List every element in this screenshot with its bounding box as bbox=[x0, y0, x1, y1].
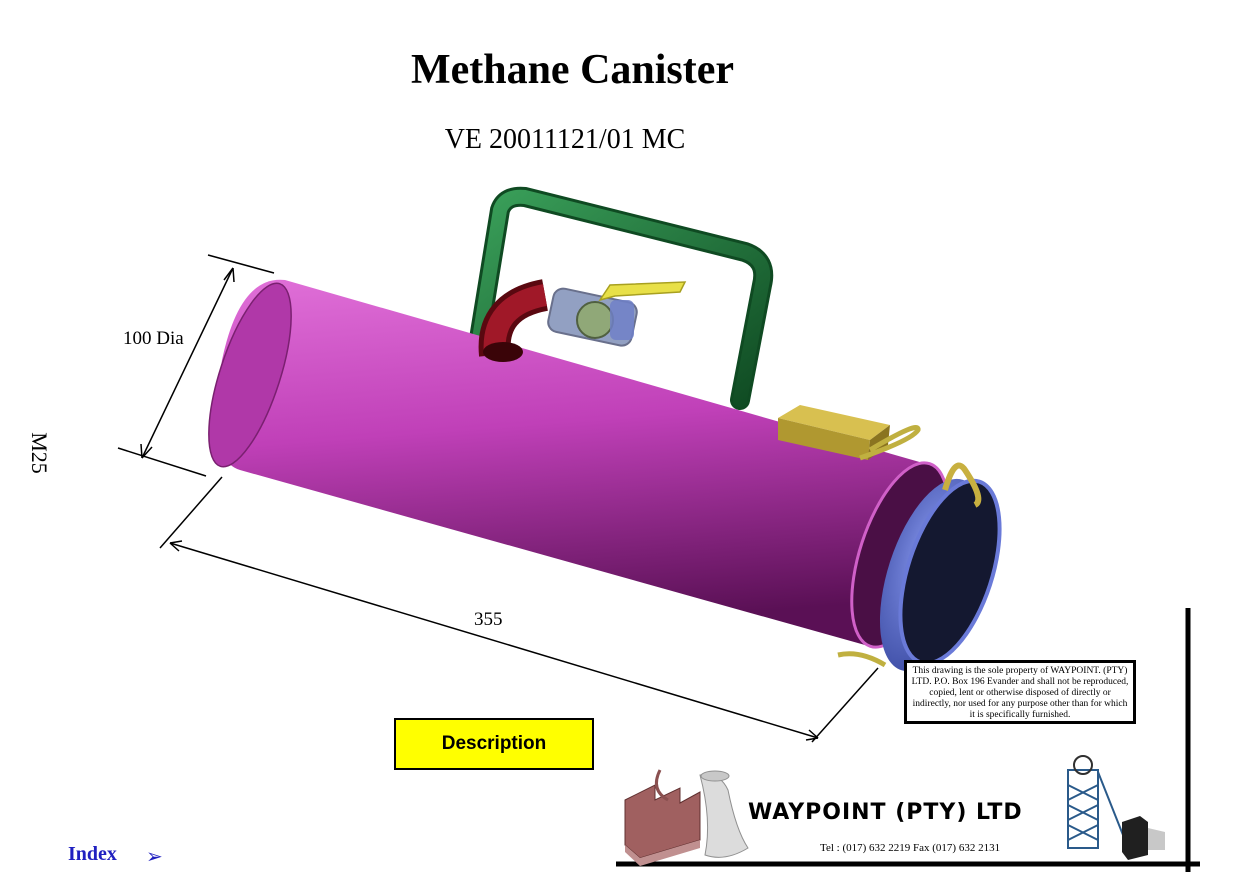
index-link[interactable]: Index bbox=[68, 843, 117, 865]
carry-handle bbox=[468, 186, 774, 410]
company-name: WAYPOINT (PTY) LTD bbox=[748, 800, 1023, 825]
elbow-pipe bbox=[478, 279, 549, 362]
headframe-icon bbox=[1067, 755, 1126, 849]
length-dimension-label: 355 bbox=[474, 609, 503, 630]
copyright-notice: This drawing is the sole property of WAY… bbox=[904, 660, 1136, 724]
building-icon bbox=[1122, 816, 1165, 860]
latch-clip bbox=[778, 405, 921, 461]
arrow-right-icon[interactable]: ➢ bbox=[146, 846, 163, 868]
dimension-length bbox=[159, 476, 879, 743]
page-title: Methane Canister bbox=[410, 47, 735, 93]
company-contact: Tel : (017) 632 2219 Fax (017) 632 2131 bbox=[820, 842, 1001, 854]
title-block-frame bbox=[616, 608, 1200, 872]
dimension-diameter bbox=[117, 254, 275, 477]
description-button[interactable]: Description bbox=[394, 718, 594, 770]
drawing-number: VE 20011121/01 MC bbox=[444, 124, 686, 155]
diameter-dimension-label: 100 Dia bbox=[123, 328, 184, 349]
factory-icon bbox=[624, 769, 749, 866]
ball-valve bbox=[547, 281, 687, 347]
